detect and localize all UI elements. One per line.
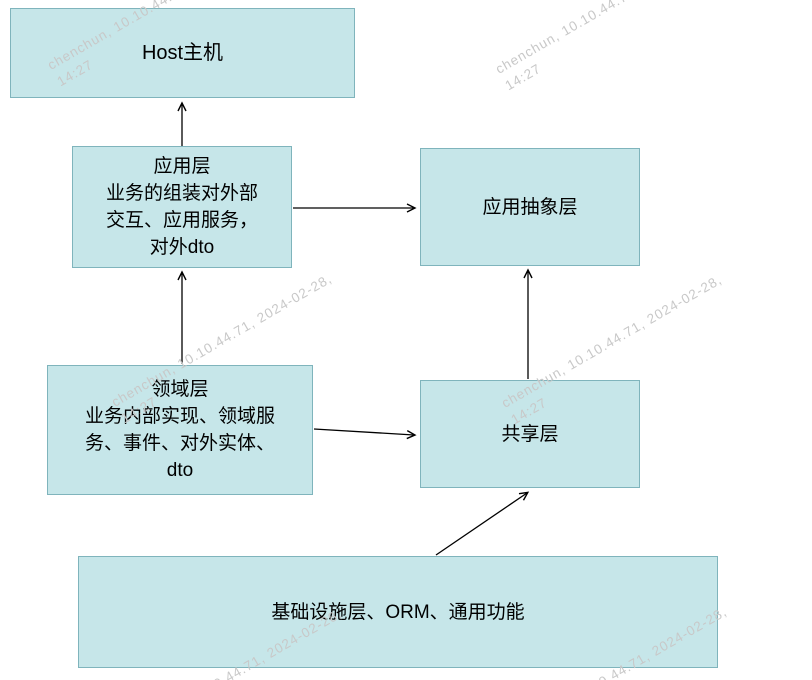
node-application-abstraction-layer-label: 应用抽象层 — [482, 196, 578, 218]
watermark-text: chenchun, 10.10.44.71, 2024-02-28, 14:27 — [493, 0, 719, 94]
arrow-domain-to-shared — [313, 428, 417, 440]
node-domain-layer-label: 领域层 业务内部实现、领域服 务、事件、对外实体、 dto — [84, 379, 275, 481]
node-application-layer: 应用层 业务的组装对外部 交互、应用服务， 对外dto — [72, 146, 292, 268]
node-shared-layer-label: 共享层 — [501, 423, 559, 445]
node-host-label: Host主机 — [141, 41, 224, 64]
node-shared-layer: 共享层 — [420, 380, 640, 488]
node-host: Host主机 — [10, 8, 355, 98]
node-application-abstraction-layer: 应用抽象层 — [420, 148, 640, 266]
node-infrastructure-layer-label: 基础设施层、ORM、通用功能 — [271, 601, 525, 623]
node-domain-layer: 领域层 业务内部实现、领域服 务、事件、对外实体、 dto — [47, 365, 313, 495]
arrow-infrastructure-to-shared — [435, 491, 530, 556]
node-infrastructure-layer: 基础设施层、ORM、通用功能 — [78, 556, 718, 668]
node-application-layer-label: 应用层 业务的组装对外部 交互、应用服务， 对外dto — [105, 156, 258, 258]
